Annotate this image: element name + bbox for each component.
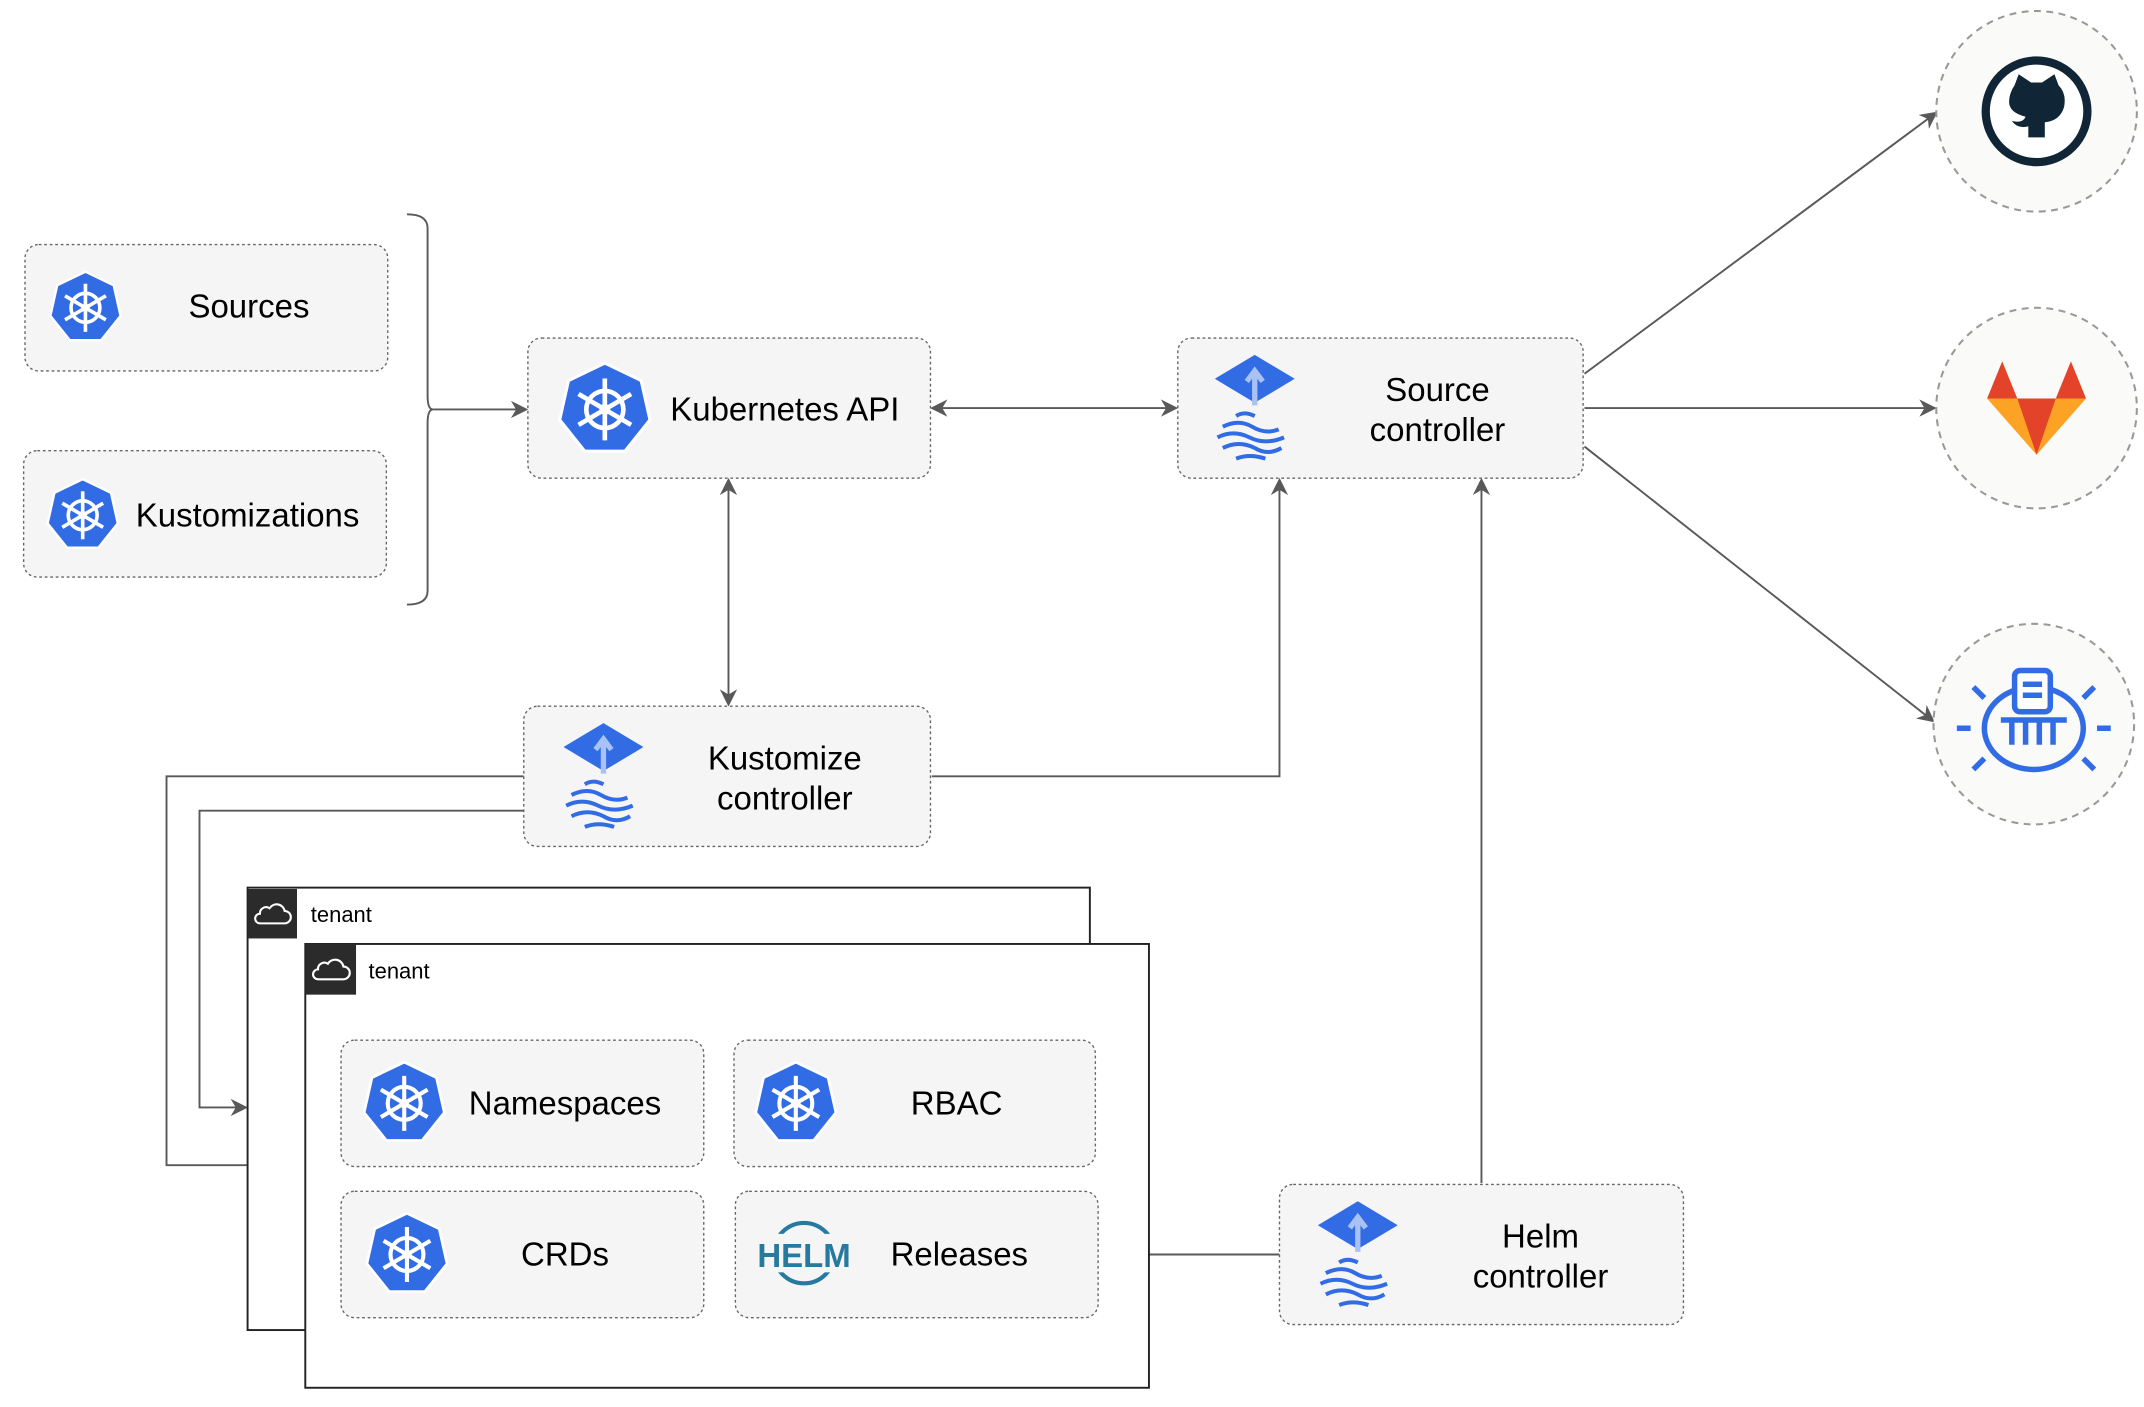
kustomize-controller-node[interactable]: Kustomize controller bbox=[523, 705, 932, 848]
source-controller-node[interactable]: Source controller bbox=[1177, 337, 1584, 479]
node-label: RBAC bbox=[911, 1084, 1003, 1121]
edge-source-to-bucket bbox=[1583, 445, 1935, 723]
edge-kustomize-to-source bbox=[931, 477, 1289, 778]
node-label: CRDs bbox=[521, 1235, 609, 1272]
tenant-label: tenant bbox=[369, 958, 430, 983]
crds-node[interactable]: CRDs bbox=[340, 1190, 705, 1319]
kustomizations-node[interactable]: Kustomizations bbox=[22, 449, 388, 578]
namespaces-node[interactable]: Namespaces bbox=[340, 1039, 705, 1168]
github-icon bbox=[1981, 56, 2092, 167]
tenant-label: tenant bbox=[311, 902, 372, 927]
helm-logo-text: HELM bbox=[757, 1237, 850, 1274]
sources-node[interactable]: Sources bbox=[24, 243, 389, 372]
node-label-line-1: Kustomize bbox=[708, 739, 862, 776]
rbac-node[interactable]: RBAC bbox=[733, 1039, 1097, 1168]
edge-kustomize-to-tenant-1 bbox=[198, 809, 524, 1117]
kubernetes-api-node[interactable]: Kubernetes API bbox=[527, 337, 932, 479]
node-label: Namespaces bbox=[469, 1084, 661, 1121]
bucket-source[interactable] bbox=[1932, 622, 2136, 826]
edge-kustomize-to-tenant-2 bbox=[165, 775, 524, 1174]
node-label-line-1: Helm bbox=[1502, 1218, 1579, 1255]
helm-controller-node[interactable]: Helm controller bbox=[1278, 1183, 1685, 1326]
node-label-line-2: controller bbox=[717, 779, 853, 816]
node-label-line-1: Source bbox=[1385, 371, 1489, 408]
node-label: Releases bbox=[891, 1235, 1028, 1272]
node-label: Sources bbox=[188, 287, 309, 324]
node-label: Kustomizations bbox=[136, 496, 360, 533]
cloud-icon bbox=[305, 943, 357, 995]
gitlab-source[interactable] bbox=[1935, 306, 2138, 510]
helm-icon: HELM bbox=[757, 1220, 851, 1286]
node-label-line-2: controller bbox=[1473, 1257, 1609, 1294]
github-source[interactable] bbox=[1935, 9, 2138, 213]
bracket-edge bbox=[406, 213, 434, 606]
edge-source-to-github bbox=[1583, 111, 1938, 375]
node-label: Kubernetes API bbox=[670, 390, 899, 427]
gitlab-icon bbox=[1987, 361, 2087, 455]
cloud-icon bbox=[247, 887, 298, 940]
releases-node[interactable]: HELM Releases bbox=[734, 1190, 1099, 1319]
node-label-line-2: controller bbox=[1370, 411, 1506, 448]
bucket-icon bbox=[1956, 667, 2111, 773]
